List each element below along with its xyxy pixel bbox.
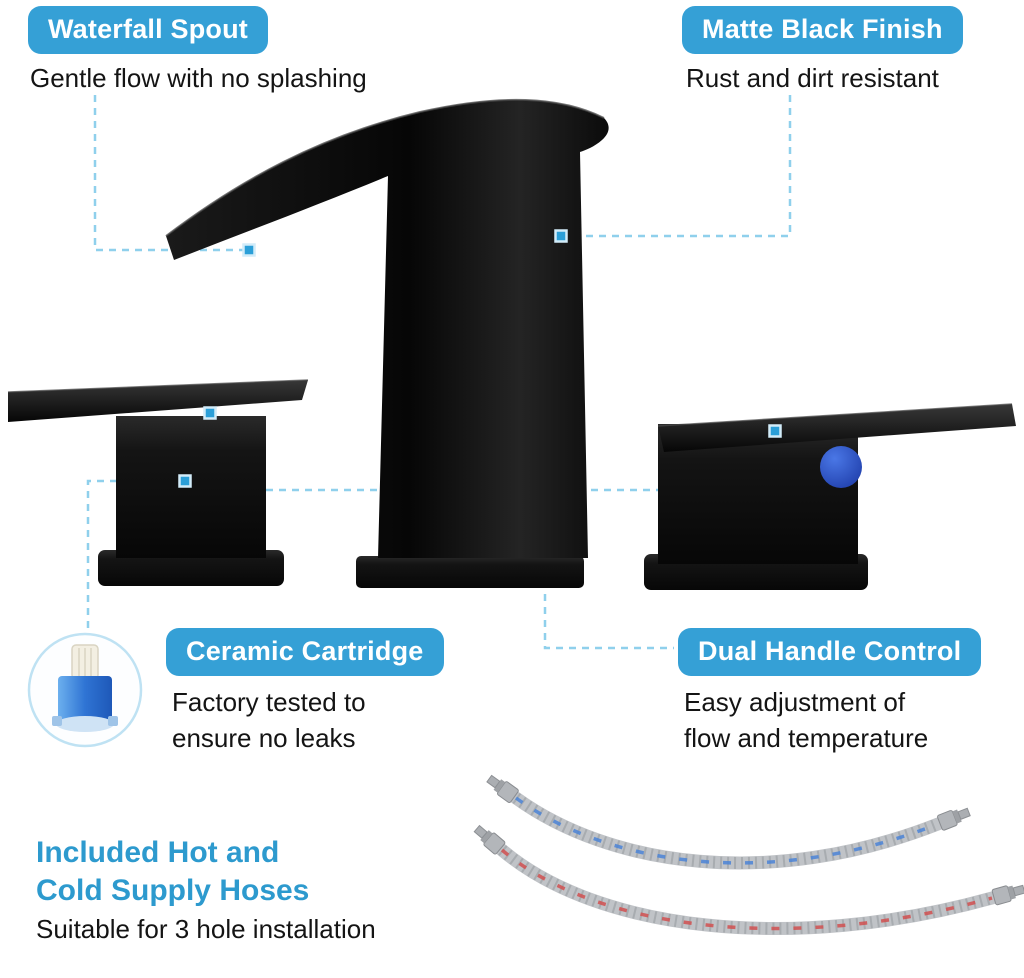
callout-desc-dual-handle-control: Easy adjustment of flow and temperature [684,684,928,756]
callout-badge-matte-black-finish: Matte Black Finish [682,6,963,54]
right-handle [644,403,1016,590]
ceramic-cartridge-desc-line1: Factory tested to [172,687,366,717]
callout-badge-waterfall-spout: Waterfall Spout [28,6,269,54]
callout-desc-ceramic-cartridge: Factory tested to ensure no leaks [172,684,366,756]
supply-hoses-illustration [471,771,1024,935]
spout-body [166,99,609,558]
dual-handle-desc-line1: Easy adjustment of [684,687,906,717]
callout-desc-waterfall-spout: Gentle flow with no splashing [30,63,367,93]
callout-badge-ceramic-cartridge: Ceramic Cartridge [166,628,444,676]
supply-hoses-description: Suitable for 3 hole installation [36,914,376,944]
callout-desc-matte-black-finish: Rust and dirt resistant [686,63,939,93]
marker-ceramic-cartridge [178,474,192,488]
spout-base [356,556,584,588]
left-handle-base [98,550,284,586]
left-handle [7,379,309,586]
blue-indicator-dot [820,446,862,488]
marker-left-lever [203,406,217,420]
supply-hoses-heading: Included Hot and Cold Supply Hoses [36,834,309,910]
cold-hose [484,771,973,870]
faucet-illustration [7,98,1016,590]
supply-hoses-heading-line1: Included Hot and [36,836,280,869]
marker-right-lever [768,424,782,438]
connector-matte-black [568,95,792,238]
marker-matte-black [554,229,568,243]
supply-hoses-heading-line2: Cold Supply Hoses [36,874,310,907]
waterfall-spout [165,98,609,588]
callout-badge-dual-handle-control: Dual Handle Control [678,628,982,676]
ceramic-cartridge-icon [27,632,143,748]
hot-hose [471,822,1024,935]
left-handle-lever [8,380,308,422]
right-handle-lever [658,404,1016,452]
marker-waterfall-spout [242,243,256,257]
ceramic-cartridge-desc-line2: ensure no leaks [172,723,356,753]
callout-markers [178,229,782,488]
dual-handle-desc-line2: flow and temperature [684,723,929,753]
